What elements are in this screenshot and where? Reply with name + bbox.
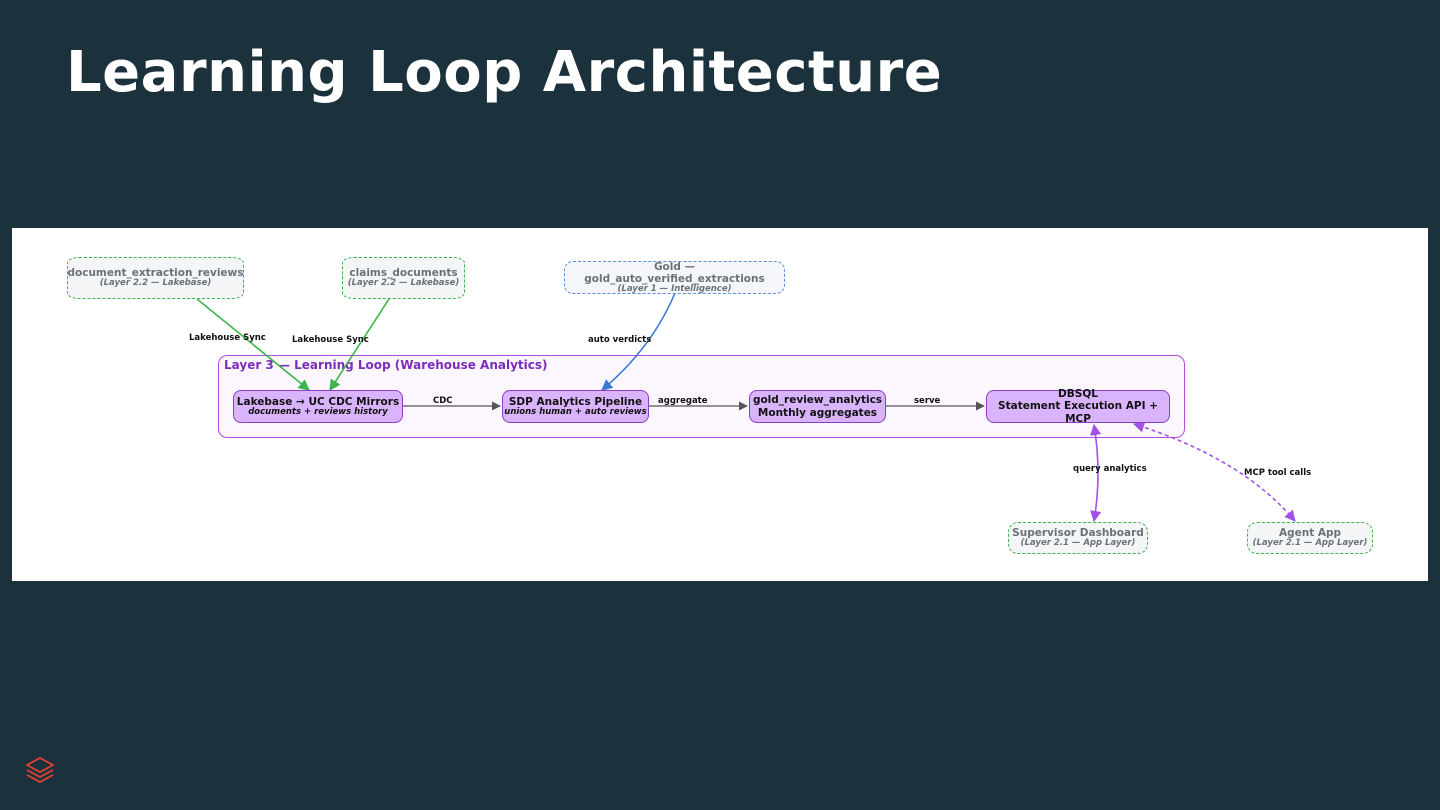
node-title: gold_review_analytics xyxy=(752,394,883,407)
node-title: DBSQL xyxy=(1058,388,1098,401)
edge-sync-claims xyxy=(329,298,390,391)
node-title: claims_documents xyxy=(349,267,458,280)
node-title: document_extraction_reviews xyxy=(67,267,244,280)
node-gold-review-analytics: gold_review_analytics Monthly aggregates xyxy=(749,390,886,423)
node-subtitle: documents + reviews history xyxy=(248,406,388,417)
edge-label-aggregate: aggregate xyxy=(658,396,708,406)
node-title: Supervisor Dashboard xyxy=(1012,527,1144,540)
edge-label-cdc: CDC xyxy=(433,396,453,406)
source-claims-documents: claims_documents (Layer 2.2 — Lakebase) xyxy=(342,257,465,299)
layer-3-label: Layer 3 — Learning Loop (Warehouse Analy… xyxy=(224,358,548,372)
node-title: SDP Analytics Pipeline xyxy=(508,395,643,408)
edge-auto-verdicts xyxy=(601,292,676,391)
node-lakebase-cdc-mirrors: Lakebase → UC CDC Mirrors documents + re… xyxy=(233,390,403,423)
node-dbsql: DBSQL Statement Execution API + MCP xyxy=(986,388,1170,425)
edge-label-serve: serve xyxy=(914,396,941,406)
edge-label-sync-reviews: Lakehouse Sync xyxy=(189,333,266,343)
node-sdp-analytics-pipeline: SDP Analytics Pipeline unions human + au… xyxy=(502,390,649,423)
node-subtitle: unions human + auto reviews xyxy=(504,406,647,417)
edge-sync-reviews xyxy=(196,298,310,391)
node-subtitle: (Layer 2.2 — Lakebase) xyxy=(347,278,460,289)
edge-label-mcp-tool-calls: MCP tool calls xyxy=(1244,468,1312,478)
node-subtitle: Statement Execution API + MCP xyxy=(998,400,1158,425)
source-gold-auto-verified: Gold — gold_auto_verified_extractions (L… xyxy=(564,261,785,294)
consumer-supervisor-dashboard: Supervisor Dashboard (Layer 2.1 — App La… xyxy=(1008,522,1148,554)
slide-title: Learning Loop Architecture xyxy=(66,40,943,105)
node-subtitle: (Layer 2.1 — App Layer) xyxy=(1020,538,1136,549)
edge-label-auto-verdicts: auto verdicts xyxy=(588,335,652,345)
node-subtitle: (Layer 2.2 — Lakebase) xyxy=(99,278,212,289)
node-subtitle: (Layer 2.1 — App Layer) xyxy=(1252,538,1368,549)
node-subtitle: (Layer 1 — Intelligence) xyxy=(617,283,732,294)
node-title: Agent App xyxy=(1278,527,1342,540)
consumer-agent-app: Agent App (Layer 2.1 — App Layer) xyxy=(1247,522,1373,554)
node-title: Gold — gold_auto_verified_extractions xyxy=(584,260,765,285)
edge-label-sync-claims: Lakehouse Sync xyxy=(292,335,369,345)
node-subtitle: Monthly aggregates xyxy=(757,406,878,419)
node-title: Lakebase → UC CDC Mirrors xyxy=(236,395,400,408)
source-document-extraction-reviews: document_extraction_reviews (Layer 2.2 —… xyxy=(67,257,244,299)
edge-mcp-tool-calls xyxy=(1132,421,1296,522)
edge-label-query-analytics: query analytics xyxy=(1073,464,1147,474)
layered-stack-logo-icon xyxy=(26,757,54,783)
diagram-edges xyxy=(196,292,1296,523)
architecture-diagram: Layer 3 — Learning Loop (Warehouse Analy… xyxy=(12,228,1428,581)
edge-query-analytics xyxy=(1090,423,1102,523)
